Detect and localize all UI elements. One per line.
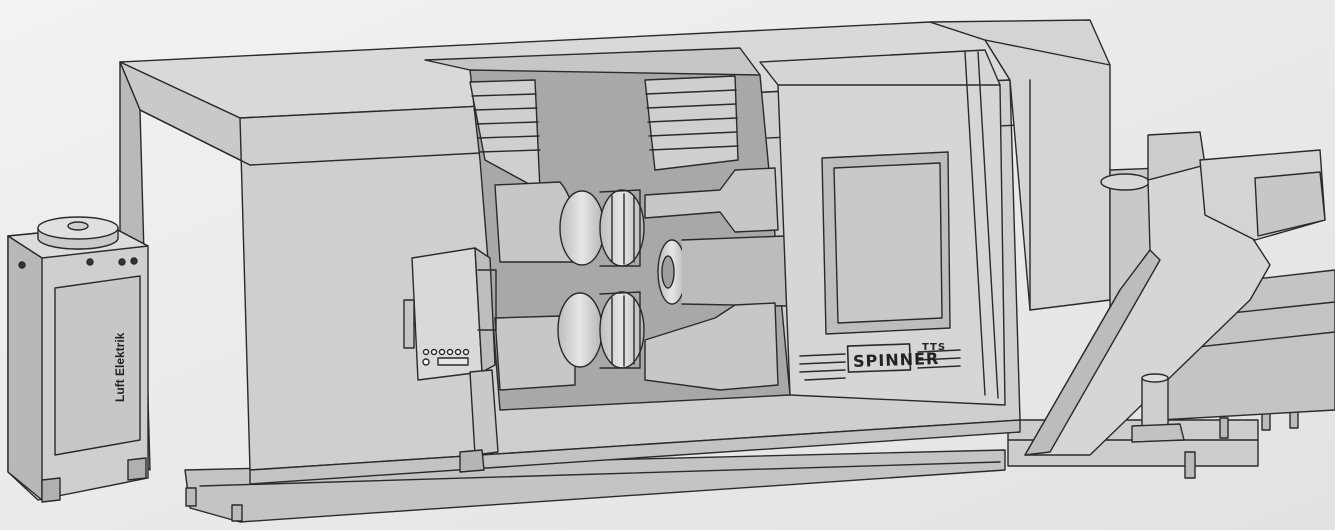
coolant-tank-icon [1131,373,1185,443]
brand-logo-lines [799,343,961,381]
electrical-cabinet [7,216,149,503]
pendant-buttons [422,348,470,366]
chip-conveyor [1024,131,1335,456]
upper-chuck [559,189,645,267]
cabinet-indicator-icon [18,261,26,269]
brand-name: SPINNER [853,349,940,371]
chip-guard-left [469,79,541,191]
cabinet-cooler-unit [37,216,119,250]
center-spindle [657,235,789,307]
cabinet-light-icon [130,257,138,265]
cabinet-label: Luft Elektrik [113,332,127,402]
sliding-door [759,49,1006,406]
cabinet-light-icon [118,258,126,266]
lower-chuck [557,291,645,369]
cabinet-switch-icon [86,258,94,266]
control-pendant [403,247,499,473]
model-name: TTS [922,342,946,353]
chip-guard-right [644,75,739,171]
work-area [424,47,791,411]
